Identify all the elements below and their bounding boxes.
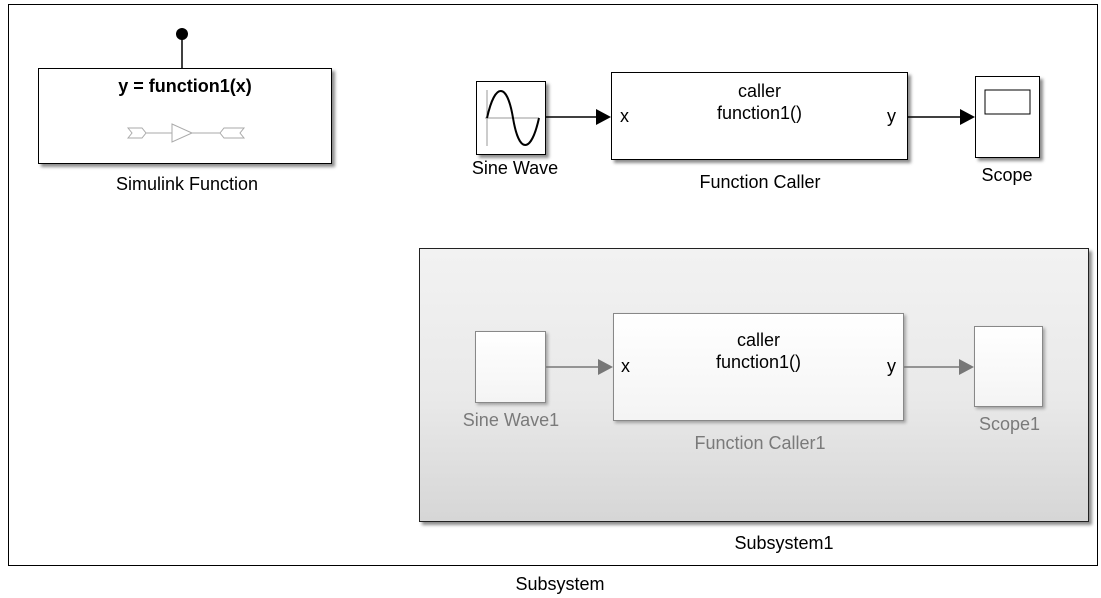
sine-wave-label: Sine Wave [471, 158, 559, 178]
function-caller-line1: caller [737, 81, 781, 101]
scope-icon [984, 89, 1031, 115]
scope-block[interactable] [975, 76, 1040, 158]
function-caller-line2: function1() [716, 103, 803, 123]
caller-to-scope-arrow-icon [960, 109, 975, 125]
function-caller-output-port: y [887, 106, 896, 126]
subsystem-label: Subsystem [515, 574, 605, 594]
function-caller1-output-port: y [887, 356, 896, 376]
function-caller1-input-port: x [621, 356, 630, 376]
subsystem1-label: Subsystem1 [734, 533, 834, 553]
function-caller1-line2: function1() [715, 352, 802, 372]
function-caller-input-port: x [620, 106, 629, 126]
sine-wave-icon [485, 90, 540, 146]
simulink-function-label: Simulink Function [115, 174, 259, 194]
function-caller-label: Function Caller [699, 172, 821, 192]
sine1-to-caller1-arrow-icon [598, 359, 613, 375]
scope1-block[interactable] [974, 326, 1043, 407]
sine-wave1-label: Sine Wave1 [462, 410, 560, 430]
scope-label: Scope [981, 165, 1033, 185]
scope1-label: Scope1 [978, 414, 1041, 434]
function-caller1-label: Function Caller1 [694, 433, 826, 453]
function-trigger-port-icon [176, 28, 188, 70]
function-io-icon [126, 123, 246, 143]
sine-to-caller-arrow-icon [596, 109, 611, 125]
sine-wave-block[interactable] [476, 81, 546, 155]
simulink-function-signature: y = function1(x) [118, 76, 252, 96]
simulink-function-block[interactable] [38, 68, 332, 164]
sine-wave1-block[interactable] [475, 331, 546, 403]
caller1-to-scope1-arrow-icon [959, 359, 974, 375]
function-caller1-line1: caller [736, 330, 780, 350]
function-caller1-block[interactable] [613, 313, 904, 421]
function-caller-block[interactable] [611, 72, 908, 160]
